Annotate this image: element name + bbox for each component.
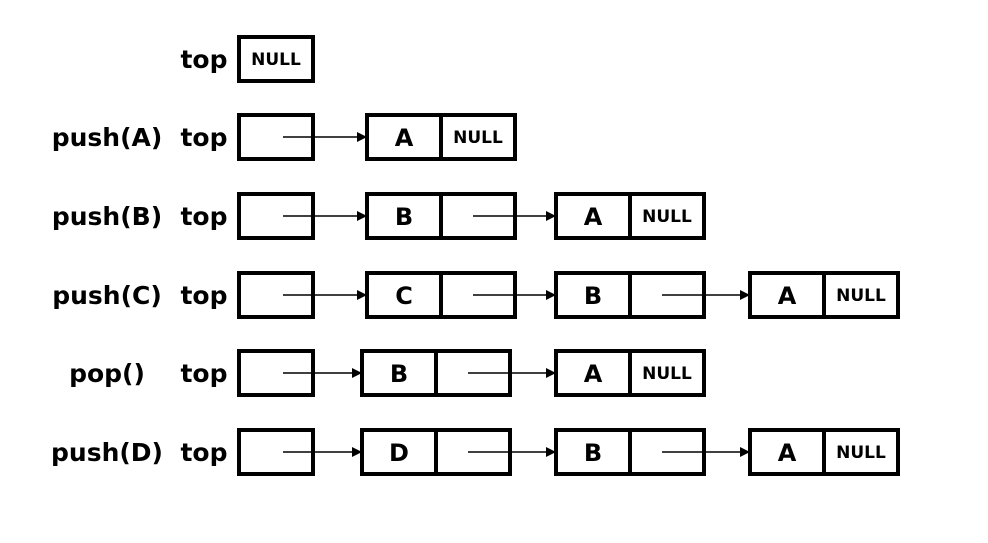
top-label: top (180, 359, 227, 388)
node-value: A (584, 203, 603, 231)
pointer-arrow (283, 132, 367, 142)
node-value-cell (365, 192, 443, 240)
pointer-arrow (473, 211, 556, 221)
pointer-arrow (283, 447, 362, 457)
operation-label: push(C) (52, 281, 162, 310)
node-value: C (395, 282, 413, 310)
top-pointer-box (237, 35, 315, 83)
null-label: NULL (836, 286, 886, 306)
node-next-cell (822, 271, 900, 319)
operation-label: push(D) (51, 438, 163, 467)
node-value-cell (554, 428, 632, 476)
node-next-cell (628, 349, 706, 397)
null-label: NULL (251, 50, 301, 70)
pointer-arrow (283, 211, 367, 221)
null-label: NULL (453, 128, 503, 148)
node-value-cell (365, 113, 443, 161)
top-label: top (180, 123, 227, 152)
node-value-cell (748, 271, 826, 319)
node-value: A (778, 282, 797, 310)
operation-label: push(B) (52, 202, 162, 231)
pointer-arrow (283, 368, 362, 378)
node-value: A (395, 124, 414, 152)
pointer-arrow (473, 290, 556, 300)
top-label: top (180, 202, 227, 231)
node-value: B (395, 203, 413, 231)
pointer-arrow (662, 290, 750, 300)
node-value-cell (365, 271, 443, 319)
node-next-cell (822, 428, 900, 476)
pointer-arrow (468, 368, 556, 378)
node-value: A (584, 360, 603, 388)
node-value-cell (554, 349, 632, 397)
null-label: NULL (642, 207, 692, 227)
node-value: A (778, 439, 797, 467)
node-value: B (584, 282, 602, 310)
node-value-cell (748, 428, 826, 476)
top-label: top (180, 281, 227, 310)
node-value-cell (554, 192, 632, 240)
node-next-cell (628, 192, 706, 240)
node-value: B (390, 360, 408, 388)
node-value: D (389, 439, 409, 467)
top-label: top (180, 45, 227, 74)
operation-label: push(A) (52, 123, 163, 152)
top-label: top (180, 438, 227, 467)
pointer-arrow (468, 447, 556, 457)
operation-label: pop() (69, 359, 145, 388)
node-value-cell (360, 428, 438, 476)
null-label: NULL (836, 443, 886, 463)
null-label: NULL (642, 364, 692, 384)
node-value: B (584, 439, 602, 467)
node-next-cell (439, 113, 517, 161)
pointer-arrow (662, 447, 750, 457)
node-value-cell (360, 349, 438, 397)
pointer-arrow (283, 290, 367, 300)
